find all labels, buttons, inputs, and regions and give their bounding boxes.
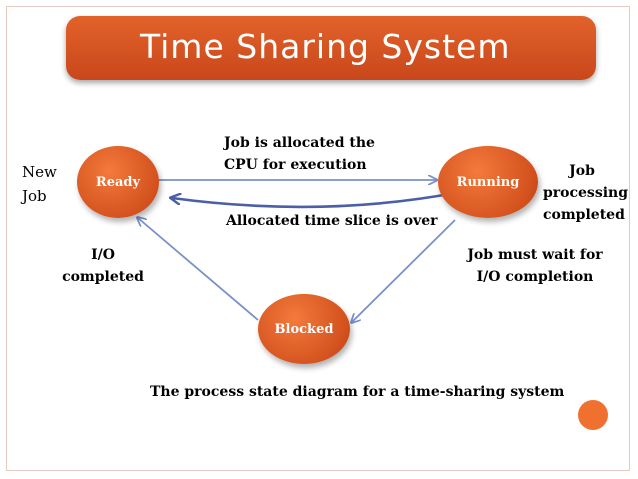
arrow-blocked-to-ready xyxy=(138,218,259,321)
label-allocated-cpu: Job is allocated the CPU for execution xyxy=(224,135,375,173)
state-running-label: Running xyxy=(456,174,520,190)
slide-title: Time Sharing System xyxy=(140,27,511,66)
diagram-caption: The process state diagram for a time-sha… xyxy=(150,384,565,400)
label-wait-io: Job must wait for I/O completion xyxy=(467,247,603,285)
label-job-completed: Job processing completed xyxy=(543,163,628,223)
state-running: Running xyxy=(438,146,538,218)
label-time-slice-over: Allocated time slice is over xyxy=(226,213,438,229)
arrow-running-to-blocked xyxy=(352,219,456,322)
state-blocked-label: Blocked xyxy=(274,321,334,337)
state-blocked: Blocked xyxy=(258,294,350,364)
title-banner xyxy=(66,16,596,80)
decorative-circle xyxy=(578,400,608,430)
arrow-running-to-ready xyxy=(172,191,456,209)
label-io-completed: I/O completed xyxy=(62,247,144,285)
state-ready-label: Ready xyxy=(95,174,141,190)
slide-frame xyxy=(6,6,630,471)
state-ready: Ready xyxy=(77,146,159,218)
label-new-job: New Job xyxy=(22,163,57,205)
